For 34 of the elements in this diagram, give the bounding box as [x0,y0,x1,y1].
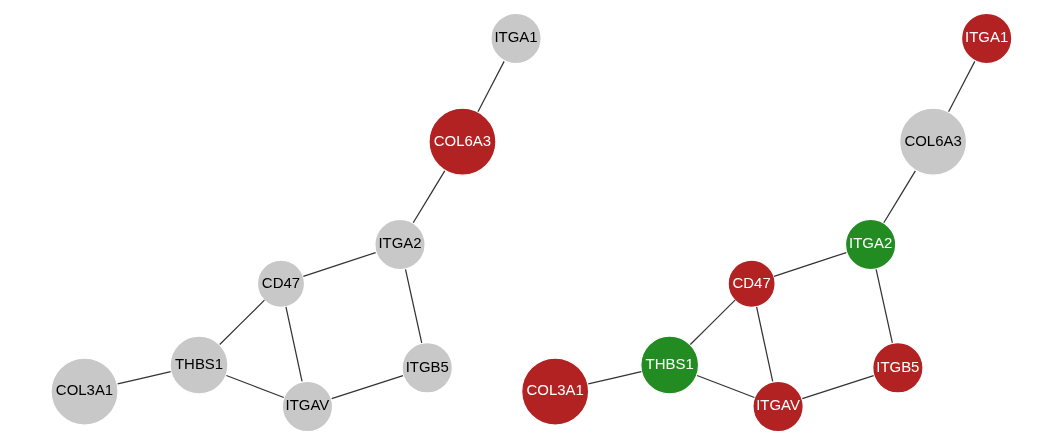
connector [695,374,755,399]
connector [689,299,736,346]
node-circle: ITGB5 [871,342,924,394]
node-circle: ITGA2 [844,218,896,271]
connector [476,60,505,113]
connector [412,170,445,224]
node-circle: ITGA1 [489,12,542,65]
node-circle: COL3A1 [49,357,119,426]
node-circle: COL3A1 [520,357,589,426]
connector [875,268,893,344]
connector [882,170,916,224]
node-circle: COL6A3 [427,107,497,176]
connector [947,60,975,113]
node-circle: ITGAV [281,380,333,433]
connector [587,370,642,385]
node-circle: ITGAV [751,380,804,433]
connector [225,374,284,399]
connector [772,251,847,277]
connector [330,375,404,400]
node-circle: COL6A3 [898,107,967,176]
node-circle: ITGA1 [960,12,1012,65]
connector [755,306,773,383]
node-circle: THBS1 [639,335,699,395]
node-circle: CD47 [256,259,305,308]
connector [116,370,171,385]
node-circle: ITGA2 [373,218,426,271]
connector [302,251,376,277]
connector [218,299,265,346]
node-circle: CD47 [726,259,776,308]
connector [284,306,303,383]
node-circle: ITGB5 [400,342,453,394]
connector [801,375,874,400]
connector [404,268,422,344]
node-circle: THBS1 [169,335,229,395]
